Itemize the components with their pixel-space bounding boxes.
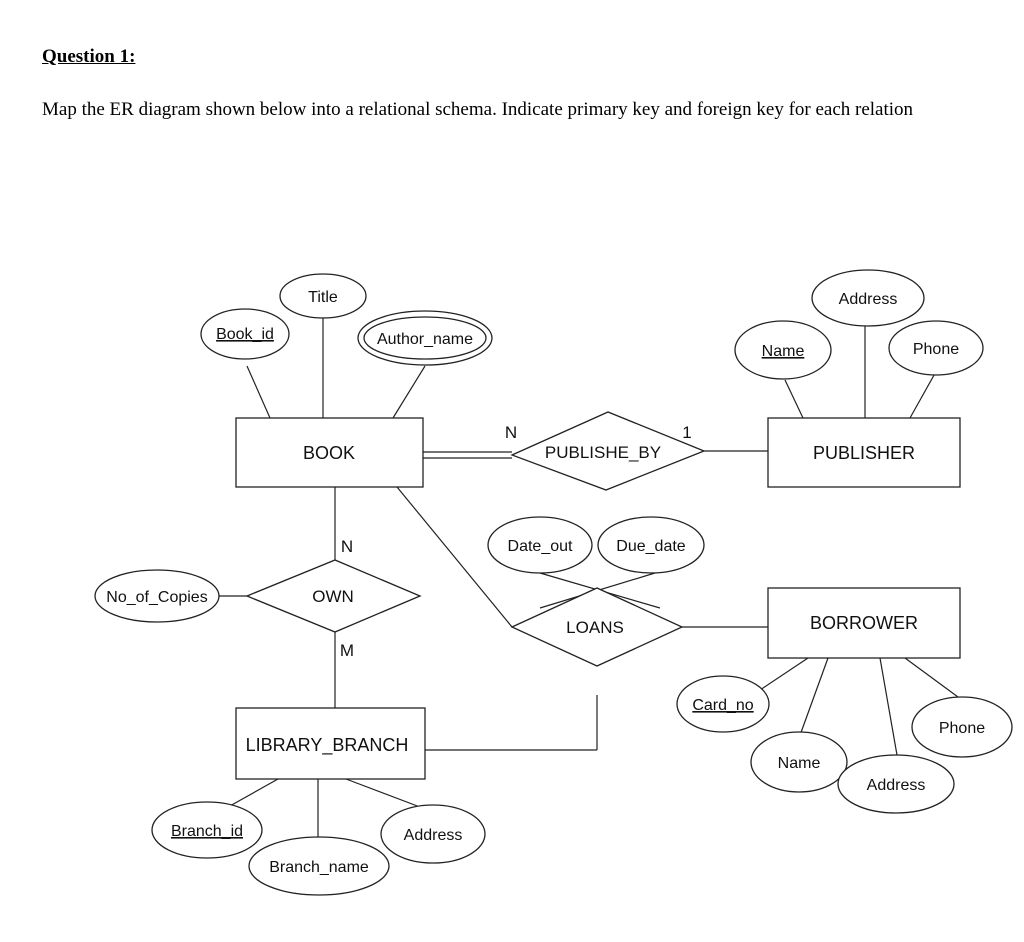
svg-text:LOANS: LOANS — [566, 618, 624, 637]
attribute-card-no: Card_no — [676, 675, 770, 733]
svg-text:Name: Name — [778, 755, 821, 772]
svg-text:Title: Title — [308, 289, 338, 306]
attribute-branch-id: Branch_id — [151, 801, 263, 859]
svg-text:Card_no: Card_no — [692, 697, 753, 714]
attribute-branch-address: Address — [380, 804, 486, 864]
svg-text:Address: Address — [404, 827, 463, 844]
svg-text:Address: Address — [839, 291, 898, 308]
svg-text:PUBLISHER: PUBLISHER — [813, 443, 915, 463]
entity-book: BOOK — [235, 417, 424, 488]
svg-text:PUBLISHE_BY: PUBLISHE_BY — [545, 443, 661, 462]
svg-text:Due_date: Due_date — [616, 538, 685, 555]
svg-text:Date_out: Date_out — [508, 538, 573, 555]
svg-text:LIBRARY_BRANCH: LIBRARY_BRANCH — [246, 735, 409, 756]
attribute-publisher-name: Name — [734, 320, 832, 380]
svg-text:BORROWER: BORROWER — [810, 613, 918, 633]
svg-text:OWN: OWN — [312, 587, 354, 606]
cardinality-publisher-published-by: 1 — [682, 423, 691, 442]
entity-publisher: PUBLISHER — [767, 417, 961, 488]
attribute-no-of-copies: No_of_Copies — [94, 569, 220, 623]
attribute-branch-name: Branch_name — [248, 836, 390, 896]
svg-text:Name: Name — [762, 343, 805, 360]
cardinality-book-own: N — [341, 537, 353, 556]
entity-library-branch: LIBRARY_BRANCH — [235, 707, 426, 780]
attribute-borrower-name: Name — [750, 731, 848, 793]
svg-text:Phone: Phone — [913, 341, 959, 358]
svg-text:Book_id: Book_id — [216, 326, 274, 343]
svg-text:Address: Address — [867, 777, 926, 794]
attribute-publisher-address: Address — [811, 269, 925, 327]
attribute-book-id: Book_id — [200, 308, 290, 360]
svg-text:Branch_name: Branch_name — [269, 859, 369, 876]
attribute-borrower-phone: Phone — [911, 696, 1013, 758]
attribute-title: Title — [279, 273, 367, 319]
relationship-own: OWN — [245, 559, 422, 633]
attribute-due-date: Due_date — [597, 516, 705, 574]
question-text: Map the ER diagram shown below into a re… — [42, 99, 914, 120]
attribute-publisher-phone: Phone — [888, 320, 984, 376]
entity-borrower: BORROWER — [767, 587, 961, 659]
attribute-date-out: Date_out — [487, 516, 593, 574]
svg-text:Branch_id: Branch_id — [171, 823, 243, 840]
connectors — [219, 314, 959, 842]
svg-text:Author_name: Author_name — [377, 331, 473, 348]
cardinality-branch-own: M — [340, 641, 354, 660]
attribute-author-name: Author_name — [357, 310, 493, 366]
attribute-borrower-address: Address — [837, 754, 955, 814]
svg-text:Phone: Phone — [939, 720, 985, 737]
relationship-loans: LOANS — [510, 587, 684, 667]
cardinality-book-published-by: N — [505, 423, 517, 442]
svg-text:BOOK: BOOK — [303, 443, 355, 463]
relationship-published-by: PUBLISHE_BY — [510, 411, 706, 491]
svg-text:No_of_Copies: No_of_Copies — [106, 589, 207, 606]
question-title: Question 1: — [42, 46, 136, 67]
